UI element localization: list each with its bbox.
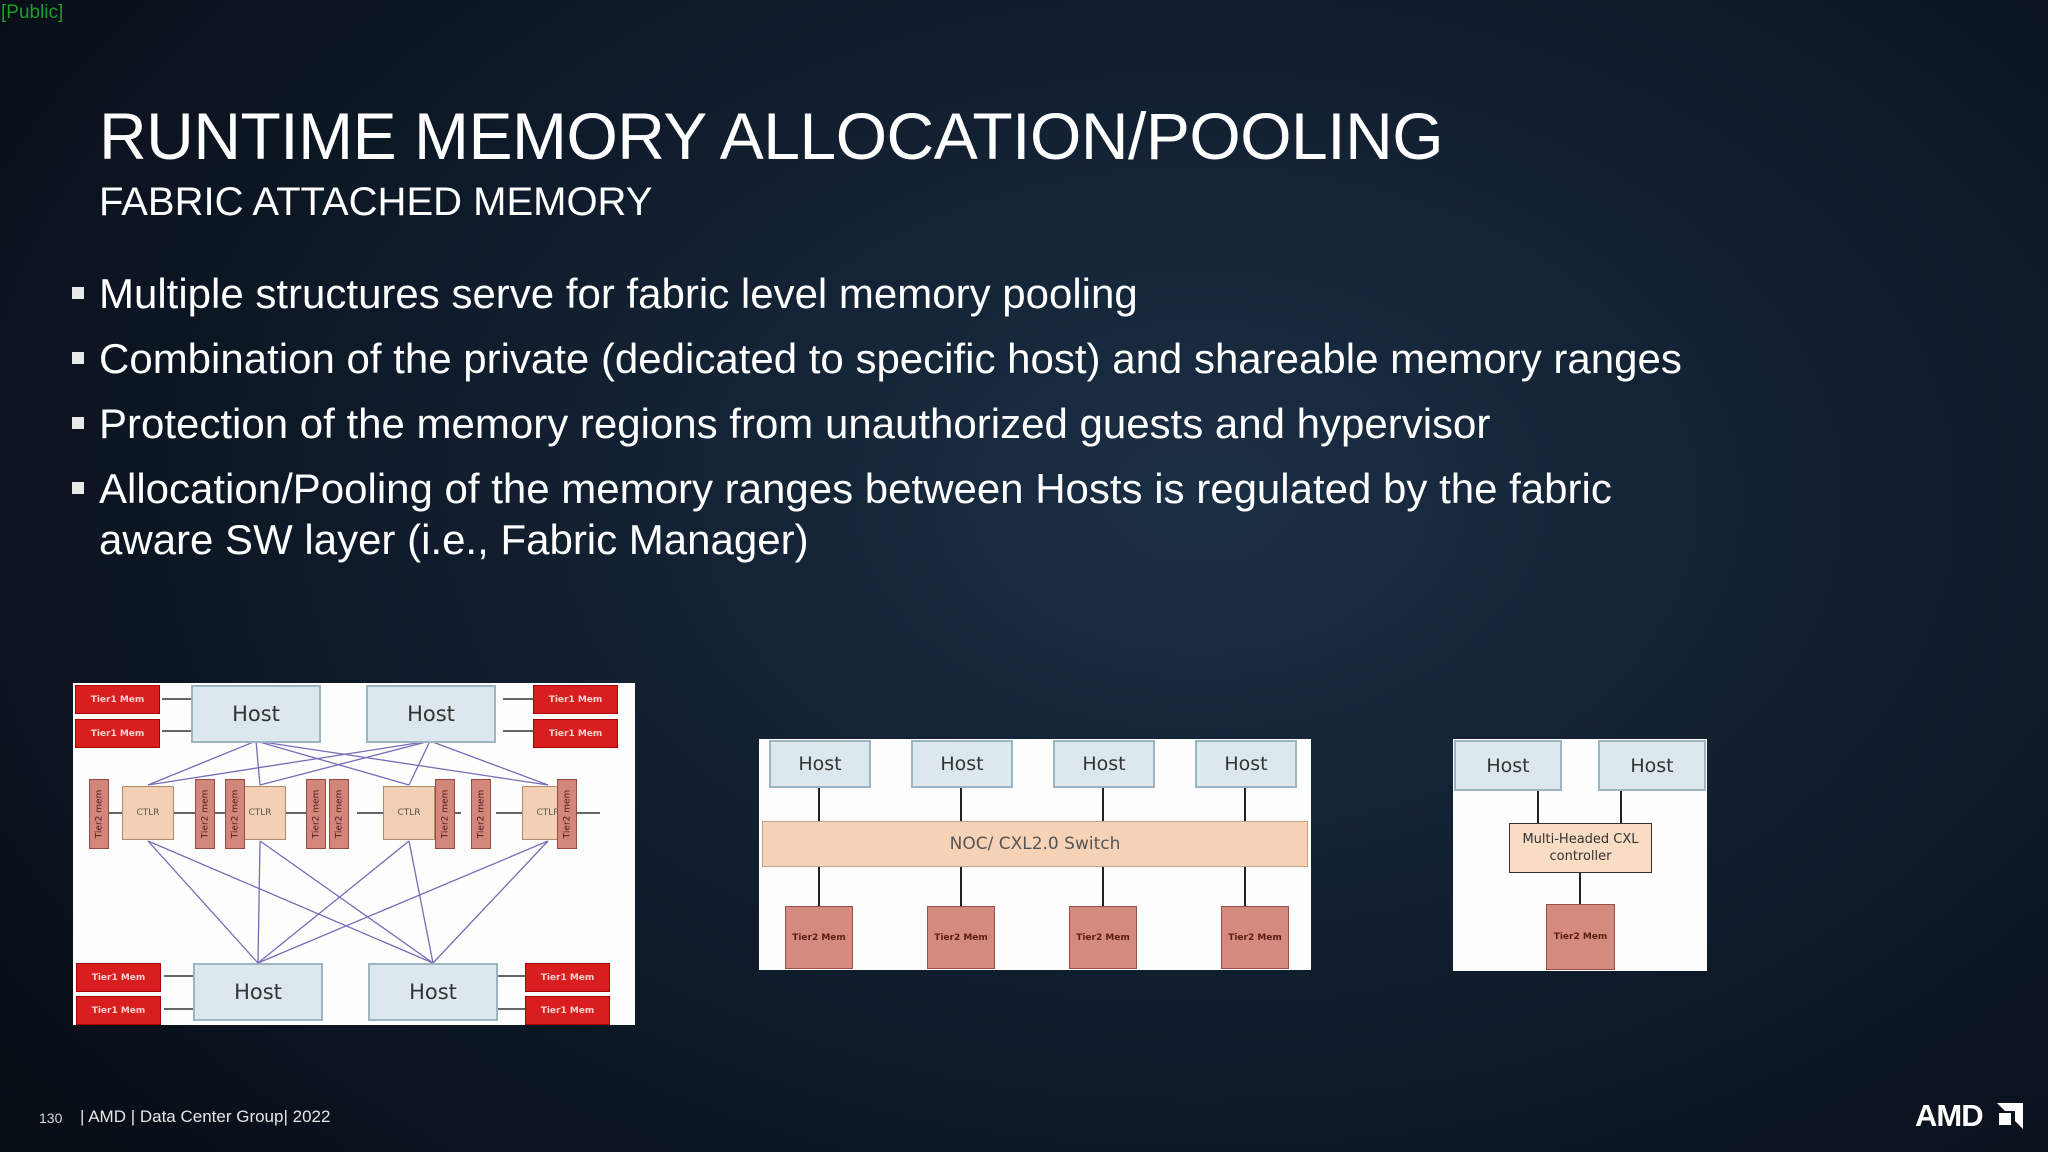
controller-box: CTLR bbox=[122, 786, 174, 840]
tier2-mem-box: Tier2 mem bbox=[329, 779, 349, 849]
tier2-mem-box: Tier2 mem bbox=[89, 779, 109, 849]
tier1-mem-box: Tier1 Mem bbox=[533, 719, 618, 748]
host-box: Host bbox=[191, 685, 321, 743]
tier1-mem-box: Tier1 Mem bbox=[76, 996, 161, 1025]
tier1-mem-box: Tier1 Mem bbox=[75, 719, 160, 748]
bullet-square-icon bbox=[72, 482, 84, 494]
svg-text:AMD: AMD bbox=[1915, 1098, 1983, 1133]
host-box: Host bbox=[911, 740, 1013, 788]
controller-connections bbox=[1537, 790, 1622, 904]
bullet-square-icon bbox=[72, 417, 84, 429]
tier2-mem-box: Tier2 mem bbox=[195, 779, 215, 849]
connection-line bbox=[147, 740, 257, 786]
connection-line bbox=[147, 740, 431, 786]
controller-box: CTLR bbox=[383, 786, 435, 840]
multi-headed-controller-diagram: Host Host Multi-Headed CXL controller Ti… bbox=[1453, 739, 1707, 971]
connection-line bbox=[408, 740, 431, 786]
host-box: Host bbox=[1598, 740, 1706, 791]
host-box: Host bbox=[368, 963, 498, 1021]
bullet-item: Allocation/Pooling of the memory ranges … bbox=[72, 463, 1679, 565]
page-title: RUNTIME MEMORY ALLOCATION/POOLING bbox=[99, 99, 1444, 173]
tier1-mem-box: Tier1 Mem bbox=[75, 685, 160, 714]
amd-logo: AMD bbox=[1915, 1097, 2027, 1138]
switch-connections bbox=[818, 787, 1246, 906]
tier2-mem-box: Tier2 mem bbox=[225, 779, 245, 849]
connection-line bbox=[429, 740, 549, 786]
tier1-mem-box: Tier1 Mem bbox=[525, 996, 610, 1025]
connection-line bbox=[147, 840, 434, 964]
tier2-mem-box: Tier2 mem bbox=[557, 779, 577, 849]
host-box: Host bbox=[1053, 740, 1155, 788]
bullet-item: Combination of the private (dedicated to… bbox=[72, 333, 1772, 384]
connection-line bbox=[255, 740, 410, 786]
bullet-item: Multiple structures serve for fabric lev… bbox=[72, 268, 1772, 319]
tier2-mem-box: Tier2 Mem bbox=[1221, 906, 1289, 969]
tier2-mem-box: Tier2 mem bbox=[306, 779, 326, 849]
bullet-list: Multiple structures serve for fabric lev… bbox=[72, 268, 1772, 579]
tier1-mem-box: Tier1 Mem bbox=[525, 963, 610, 992]
classification-label: [Public] bbox=[1, 2, 64, 23]
tier2-mem-box: Tier2 Mem bbox=[927, 906, 995, 969]
connection-line bbox=[255, 740, 261, 786]
tier2-mem-box: Tier2 Mem bbox=[1546, 904, 1615, 970]
tier1-mem-box: Tier1 Mem bbox=[533, 685, 618, 714]
tier1-mem-box: Tier1 Mem bbox=[76, 963, 161, 992]
tier2-mem-box: Tier2 mem bbox=[435, 779, 455, 849]
connection-line bbox=[255, 740, 549, 786]
host-box: Host bbox=[193, 963, 323, 1021]
connection-line bbox=[147, 840, 259, 964]
connection-line bbox=[257, 840, 261, 964]
host-box: Host bbox=[769, 740, 871, 788]
bullet-square-icon bbox=[72, 352, 84, 364]
cxl-switch-box: NOC/ CXL2.0 Switch bbox=[762, 821, 1308, 867]
tier2-mem-box: Tier2 Mem bbox=[1069, 906, 1137, 969]
connection-line bbox=[408, 840, 434, 964]
page-subtitle: FABRIC ATTACHED MEMORY bbox=[99, 180, 653, 224]
connection-line bbox=[257, 840, 549, 964]
cxl-switch-diagram: Host Host Host Host NOC/ CXL2.0 Switch T… bbox=[759, 739, 1311, 970]
page-number: 130 bbox=[39, 1110, 63, 1126]
connection-line bbox=[259, 740, 431, 786]
footer-text: | AMD | Data Center Group| 2022 bbox=[80, 1107, 331, 1126]
bullet-square-icon bbox=[72, 287, 84, 299]
bullet-item: Protection of the memory regions from un… bbox=[72, 398, 1772, 449]
host-box: Host bbox=[1195, 740, 1297, 788]
host-box: Host bbox=[1454, 740, 1562, 791]
multi-headed-controller-box: Multi-Headed CXL controller bbox=[1509, 823, 1652, 873]
connection-line bbox=[259, 840, 434, 964]
host-box: Host bbox=[366, 685, 496, 743]
connection-line bbox=[257, 840, 410, 964]
tier2-mem-box: Tier2 mem bbox=[471, 779, 491, 849]
connection-line bbox=[432, 840, 549, 964]
tier2-mem-box: Tier2 Mem bbox=[785, 906, 853, 969]
